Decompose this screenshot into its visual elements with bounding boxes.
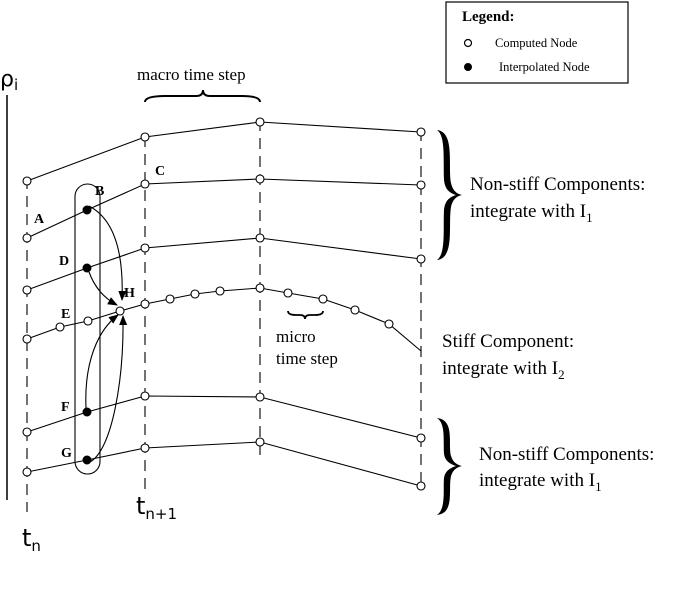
label-a: A <box>34 212 45 227</box>
computed-node <box>140 243 150 253</box>
label-b: B <box>95 184 104 199</box>
legend-interpolated-label: Interpolated Node <box>499 60 590 74</box>
interpolated-node-d <box>82 263 92 273</box>
computed-node <box>255 174 265 184</box>
computed-node <box>416 481 426 491</box>
legend-computed-label: Computed Node <box>495 36 578 50</box>
top-group-line1: Non-stiff Components: <box>470 174 645 195</box>
tn-label: tn <box>22 524 41 555</box>
label-g: G <box>61 446 72 461</box>
computed-node <box>255 117 265 127</box>
legend-box <box>445 1 629 84</box>
node-labels: A B C D E F G H <box>34 164 165 461</box>
computed-node <box>190 289 200 299</box>
bottom-group-line2: integrate with I1 <box>479 470 602 494</box>
legend: Legend: Computed Node Interpolated Node <box>445 1 629 84</box>
arrow-b-to-h <box>88 205 127 301</box>
y-axis-label: ρi <box>0 67 18 94</box>
interpolated-node-b <box>82 205 92 215</box>
computed-node <box>215 286 225 296</box>
computed-node <box>384 319 394 329</box>
label-e: E <box>61 307 70 322</box>
label-h: H <box>124 286 135 301</box>
computed-node-h <box>115 306 125 316</box>
interpolated-node-g <box>82 455 92 465</box>
top-group-line2: integrate with I1 <box>470 201 593 225</box>
tn1-label: tn+1 <box>136 492 177 523</box>
interpolation-arrows <box>85 205 128 463</box>
computed-node <box>416 254 426 264</box>
component-curves <box>26 121 422 487</box>
computed-node <box>416 433 426 443</box>
computed-node-icon <box>463 38 473 48</box>
computed-node <box>140 391 150 401</box>
time-gridlines <box>26 120 422 512</box>
arrow-f-to-h <box>85 314 119 409</box>
computed-node <box>22 285 32 295</box>
computed-node <box>22 467 32 477</box>
computed-node <box>283 288 293 298</box>
computed-nodes <box>22 117 426 491</box>
label-c: C <box>155 164 165 179</box>
curve-stiff <box>26 287 422 352</box>
mid-group-line1: Stiff Component: <box>442 331 574 352</box>
legend-title: Legend: <box>462 9 515 25</box>
arrow-d-to-h <box>88 271 118 306</box>
interpolated-node-f <box>82 407 92 417</box>
computed-node <box>83 316 93 326</box>
interpolated-node-icon <box>464 63 472 71</box>
bottom-brace <box>437 418 462 515</box>
computed-node <box>22 427 32 437</box>
micro-label-line1: micro <box>276 327 316 346</box>
micro-label-line2: time step <box>276 349 338 368</box>
arrow-g-to-h <box>89 315 128 463</box>
computed-node <box>416 180 426 190</box>
computed-node-a <box>22 233 32 243</box>
computed-node <box>255 283 265 293</box>
interpolated-nodes <box>82 205 92 465</box>
computed-node <box>22 334 32 344</box>
computed-node <box>318 294 328 304</box>
bottom-group-line1: Non-stiff Components: <box>479 444 654 465</box>
interpolation-capsule <box>74 183 101 475</box>
mid-group-line2: integrate with I2 <box>442 358 565 382</box>
top-brace <box>437 130 462 260</box>
computed-node <box>255 233 265 243</box>
macro-brace <box>144 89 261 103</box>
label-f: F <box>61 400 70 415</box>
computed-node <box>165 294 175 304</box>
computed-node <box>140 443 150 453</box>
macro-time-step-label: macro time step <box>137 65 246 84</box>
computed-node <box>140 299 150 309</box>
computed-node-c <box>140 179 150 189</box>
micro-brace <box>287 310 324 320</box>
computed-node-e <box>55 322 65 332</box>
computed-node <box>416 127 426 137</box>
computed-node <box>350 305 360 315</box>
computed-node <box>255 437 265 447</box>
computed-node <box>140 132 150 142</box>
computed-node <box>22 176 32 186</box>
label-d: D <box>59 254 69 269</box>
computed-node <box>255 392 265 402</box>
curve-1 <box>26 121 422 182</box>
